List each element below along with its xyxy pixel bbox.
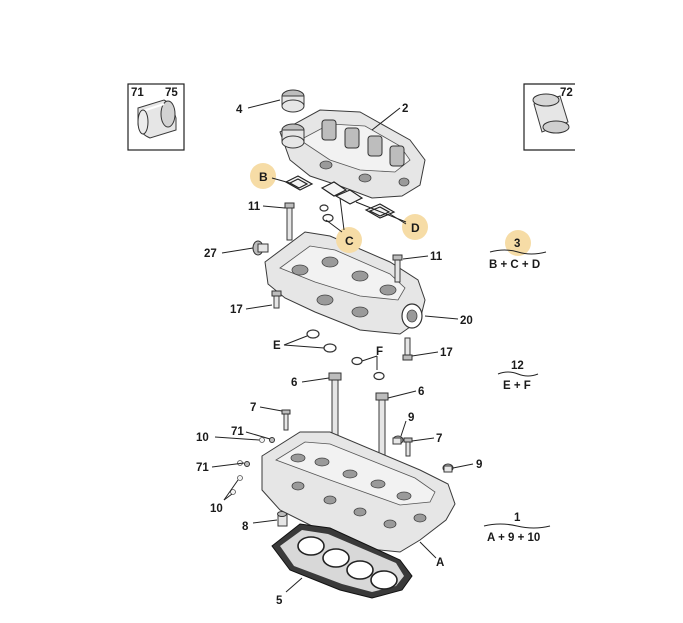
- part-5-head-gasket: [271, 523, 413, 599]
- part-a-cylinder-head: [261, 431, 456, 553]
- kit-1-brace: [483, 523, 551, 529]
- callout-2: 2: [402, 103, 408, 115]
- bolt-11-right: [392, 254, 403, 283]
- kit-1-number: 1: [514, 512, 521, 524]
- inset-label-75: 75: [165, 87, 178, 99]
- bolt-17-right: [402, 337, 413, 361]
- callout-6-right: 6: [418, 386, 424, 398]
- orings-e-f: [306, 329, 385, 381]
- kit-1-legend: 1 A + 9 + 10: [483, 512, 551, 544]
- callout-20: 20: [460, 315, 473, 327]
- callout-71-lower: 71: [196, 462, 209, 474]
- kit-12-legend: 12 E + F: [497, 360, 539, 392]
- callout-71-upper: 71: [231, 426, 244, 438]
- callout-11-right: 11: [430, 251, 443, 263]
- callout-10-upper: 10: [196, 432, 209, 444]
- inset-label-72: 72: [560, 87, 573, 99]
- callout-f: F: [376, 346, 383, 358]
- callout-4: 4: [236, 104, 243, 116]
- highlight-c: [336, 227, 362, 253]
- callout-5: 5: [276, 595, 283, 607]
- part-4-caps: [281, 89, 305, 149]
- callout-7-left: 7: [250, 402, 256, 414]
- callout-9-upper: 9: [408, 412, 414, 424]
- part-2-upper-housing: [279, 109, 426, 199]
- plugs-9: [392, 435, 454, 473]
- sleeve-icon: [137, 99, 177, 139]
- callout-e: E: [273, 340, 281, 352]
- kit-3-number: 3: [514, 238, 520, 250]
- callout-b: B: [259, 170, 268, 184]
- callout-a: A: [436, 557, 444, 569]
- bolt-17-left: [271, 290, 282, 309]
- callout-17-left: 17: [230, 304, 243, 316]
- kit-1-formula: A + 9 + 10: [487, 532, 540, 544]
- kit-3-legend: 3 B + C + D: [489, 238, 547, 271]
- callout-6-left: 6: [291, 377, 297, 389]
- bolts-6: [328, 372, 389, 465]
- highlight-3: [505, 230, 531, 256]
- part-20-camshaft-carrier: [264, 231, 426, 335]
- kit-12-number: 12: [511, 360, 524, 372]
- callout-17-right: 17: [440, 347, 453, 359]
- callout-7-right: 7: [436, 433, 442, 445]
- highlight-b: [250, 163, 276, 189]
- bolt-11-upper: [284, 202, 295, 241]
- kit-3-brace: [489, 249, 547, 255]
- kit-12-formula: E + F: [503, 380, 531, 392]
- dowels-71-10: [230, 437, 275, 495]
- bolt-27: [252, 240, 269, 256]
- sleeve-icon-right: [532, 93, 570, 134]
- kit-12-brace: [497, 371, 539, 377]
- studs-7: [281, 409, 413, 457]
- callout-11-upper: 11: [248, 201, 261, 213]
- bush-8: [277, 511, 288, 527]
- callout-d: D: [411, 221, 420, 235]
- inset-left-sleeve: 71 75: [127, 83, 185, 151]
- kit-3-formula: B + C + D: [489, 259, 540, 271]
- callout-9-lower: 9: [476, 459, 482, 471]
- callout-27: 27: [204, 248, 217, 260]
- inset-label-71: 71: [131, 87, 144, 99]
- callout-c: C: [345, 234, 354, 248]
- callout-10-lower: 10: [210, 503, 223, 515]
- highlight-d: [402, 214, 428, 240]
- callout-8: 8: [242, 521, 249, 533]
- inset-right-sleeve: 72: [523, 83, 575, 151]
- leader-lines: [211, 99, 474, 593]
